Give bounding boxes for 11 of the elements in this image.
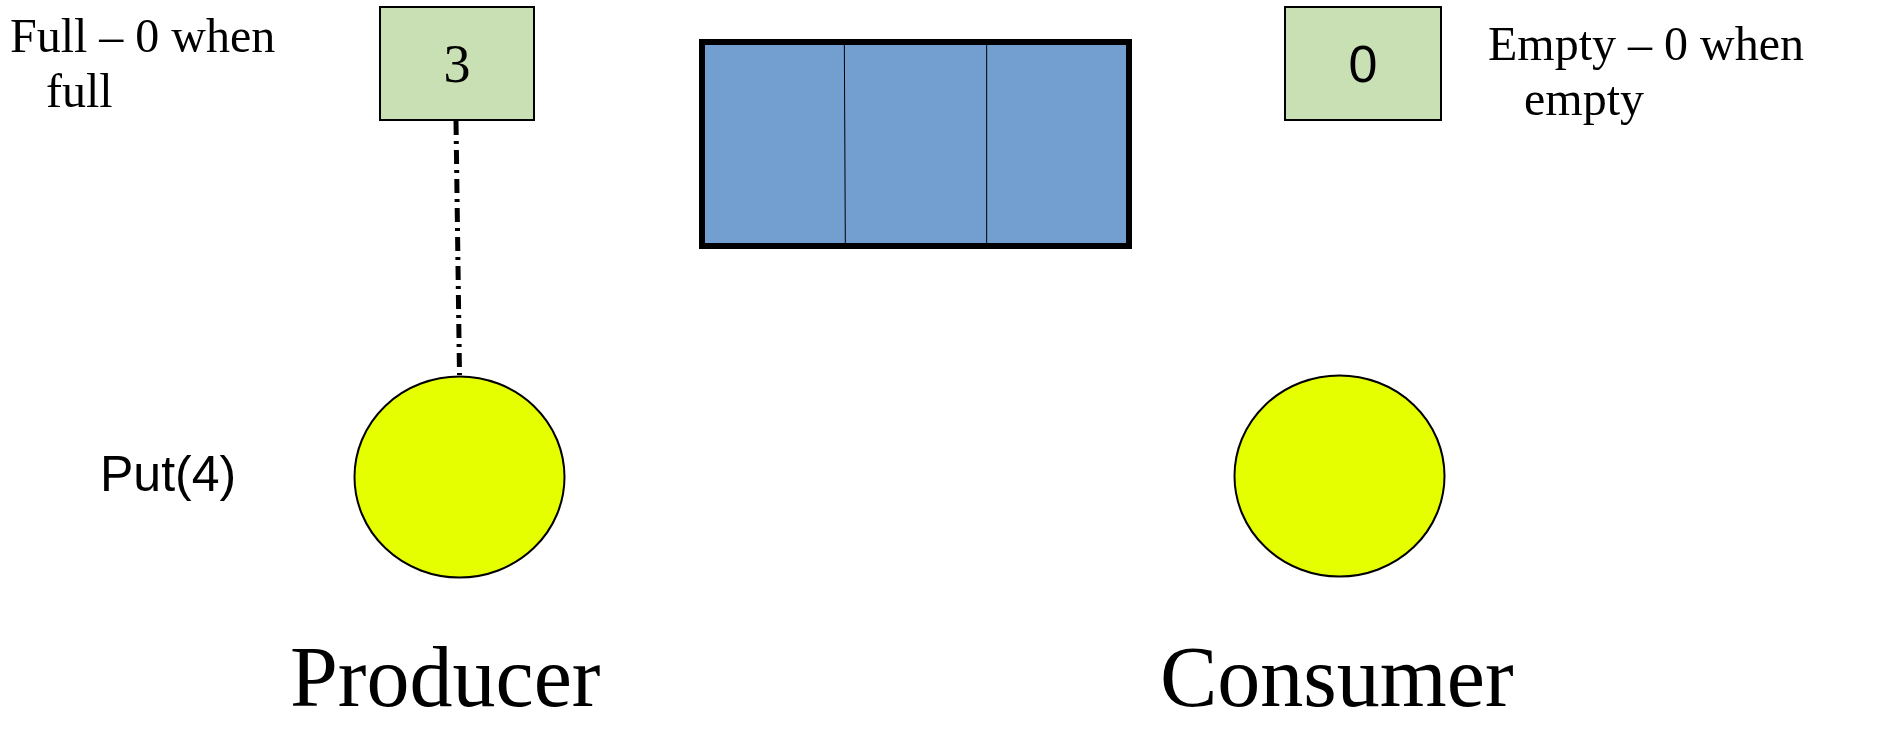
operation-label: Put(4)	[100, 446, 238, 504]
counter-label: Empty – 0 when empty	[1488, 16, 1805, 127]
process-label: Consumer	[1160, 628, 1515, 727]
process-circle	[353, 375, 566, 579]
counter-box: 0	[1284, 6, 1442, 121]
process-circle	[1233, 374, 1446, 578]
connector-line	[453, 120, 462, 376]
counter-label: Full – 0 when full	[10, 8, 277, 119]
buffer-box	[699, 39, 1132, 249]
counter-box: 3	[379, 6, 535, 121]
process-label: Producer	[290, 628, 602, 727]
